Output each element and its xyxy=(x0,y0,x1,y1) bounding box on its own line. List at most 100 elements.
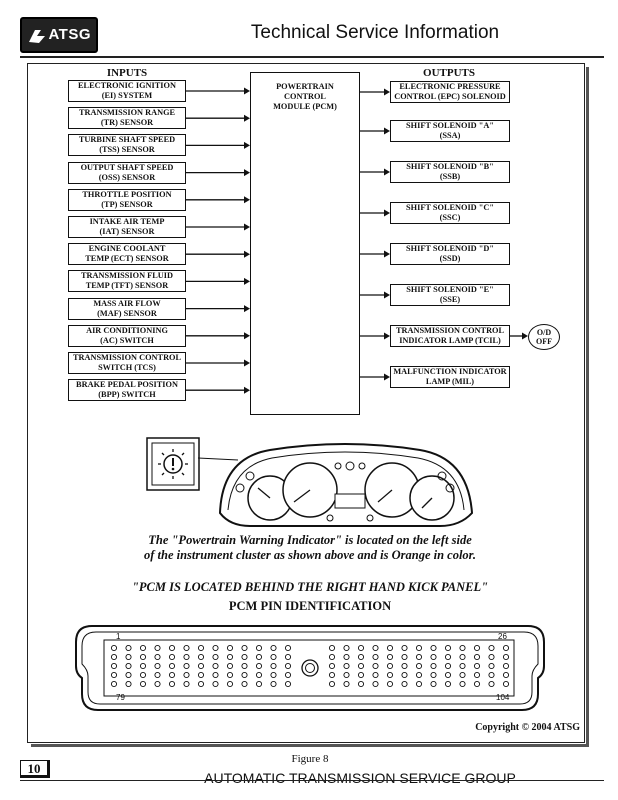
connector-pin xyxy=(401,644,408,652)
inputs-heading: INPUTS xyxy=(106,67,148,79)
connector-pin xyxy=(488,671,495,679)
connector-pin xyxy=(488,653,495,661)
outputs-heading: OUTPUTS xyxy=(423,67,475,79)
connector-pin xyxy=(415,644,423,652)
connector-pin xyxy=(226,644,234,652)
connector-pin xyxy=(212,644,219,652)
pin-label-26: 26 xyxy=(498,632,507,641)
connector-pin xyxy=(226,671,234,679)
output-box: SHIFT SOLENOID "D"(SSD) xyxy=(390,243,510,265)
connector-pin xyxy=(386,644,394,652)
connector-pin xyxy=(415,662,423,670)
connector-pin xyxy=(401,662,408,670)
input-box: THROTTLE POSITION(TP) SENSOR xyxy=(68,188,186,211)
connector-pin xyxy=(473,644,481,652)
connector-pin xyxy=(328,671,336,679)
input-box-line: TRANSMISSION FLUID xyxy=(81,271,173,281)
connector-pin xyxy=(270,662,277,670)
connector-pin xyxy=(255,662,263,670)
connector-pin xyxy=(197,644,205,652)
connector-pin xyxy=(110,653,118,661)
output-box: SHIFT SOLENOID "B"(SSB) xyxy=(390,161,510,183)
connector-pin xyxy=(270,671,277,679)
output-box-line: LAMP (MIL) xyxy=(425,377,475,386)
connector-pin xyxy=(212,680,219,688)
connector-pin xyxy=(386,653,394,661)
connector-pin xyxy=(110,644,118,652)
input-box: TURBINE SHAFT SPEED(TSS) SENSOR xyxy=(68,134,186,157)
connector-pin xyxy=(110,671,118,679)
output-box-line: (SSD) xyxy=(439,254,461,263)
input-box-line: (EI) SYSTEM xyxy=(101,91,153,100)
connector-pin xyxy=(357,644,365,652)
input-box-line: MASS AIR FLOW xyxy=(93,298,161,308)
header-rule xyxy=(20,56,604,58)
logo-text: ATSG xyxy=(48,26,91,43)
input-box-line: (TSS) SENSOR xyxy=(99,145,155,155)
off-label: OFF xyxy=(536,337,552,346)
connector-pin xyxy=(502,644,510,652)
page-number: 10 xyxy=(20,760,50,778)
connector-pin xyxy=(473,671,481,679)
connector-pin xyxy=(444,653,452,661)
connector-pin xyxy=(328,653,336,661)
input-box-line: THROTTLE POSITION xyxy=(82,189,172,199)
connector-pin xyxy=(125,653,132,661)
connector-pin xyxy=(415,671,423,679)
frame-shadow xyxy=(31,67,589,747)
connector-pin xyxy=(154,671,161,679)
connector-pin xyxy=(241,671,248,679)
connector-pin xyxy=(328,644,336,652)
connector-pin xyxy=(372,680,379,688)
connector-pin xyxy=(502,680,510,688)
pin-label-104: 104 xyxy=(496,693,510,702)
output-box-line: (SSE) xyxy=(439,295,461,304)
caption-line-1: The "Powertrain Warning Indicator" is lo… xyxy=(148,533,472,547)
connector-pin xyxy=(343,671,350,679)
input-box-line: (TP) SENSOR xyxy=(101,199,153,209)
connector-pin xyxy=(459,644,466,652)
connector-pin xyxy=(168,662,176,670)
connector-pin xyxy=(459,671,466,679)
input-box-line: INTAKE AIR TEMP xyxy=(89,217,165,226)
output-box-line: INDICATOR LAMP (TCIL) xyxy=(399,336,501,345)
connector-pin xyxy=(168,671,176,679)
connector-pin xyxy=(284,644,292,652)
connector-pin xyxy=(154,653,161,661)
pin-label-79: 79 xyxy=(116,693,125,702)
pcm-box: POWERTRAIN CONTROL MODULE (PCM) xyxy=(250,72,360,415)
pcm-line-1: POWERTRAIN xyxy=(276,82,334,91)
footer-rule xyxy=(20,780,604,781)
connector-pin xyxy=(154,662,161,670)
connector-pin xyxy=(343,653,350,661)
connector-pin xyxy=(430,662,437,670)
connector-pin xyxy=(284,671,292,679)
pointer-line xyxy=(198,457,238,461)
connector-pin xyxy=(284,680,292,688)
connector-pin xyxy=(343,680,350,688)
connector-pin xyxy=(197,662,205,670)
connector-pin xyxy=(241,662,248,670)
input-box-line: ELECTRONIC IGNITION xyxy=(78,81,176,90)
connector-pin xyxy=(357,680,365,688)
output-box: SHIFT SOLENOID "C"(SSC) xyxy=(390,202,510,224)
logo-mark-icon xyxy=(29,30,45,43)
connector-pin xyxy=(110,680,118,688)
output-box-line: SHIFT SOLENOID "E" xyxy=(406,285,494,294)
connector-pin xyxy=(139,653,147,661)
output-box-line: MALFUNCTION INDICATOR xyxy=(393,367,507,376)
connector-pin xyxy=(459,653,466,661)
connector-pin xyxy=(226,653,234,661)
input-box: INTAKE AIR TEMP(IAT) SENSOR xyxy=(68,216,186,238)
connector-pin xyxy=(255,653,263,661)
input-box: MASS AIR FLOW(MAF) SENSOR xyxy=(68,297,186,320)
connector-pin xyxy=(125,662,132,670)
input-box-line: TURBINE SHAFT SPEED xyxy=(78,135,176,145)
connector-pin xyxy=(357,671,365,679)
connector-pin xyxy=(270,653,277,661)
connector-pin xyxy=(430,671,437,679)
